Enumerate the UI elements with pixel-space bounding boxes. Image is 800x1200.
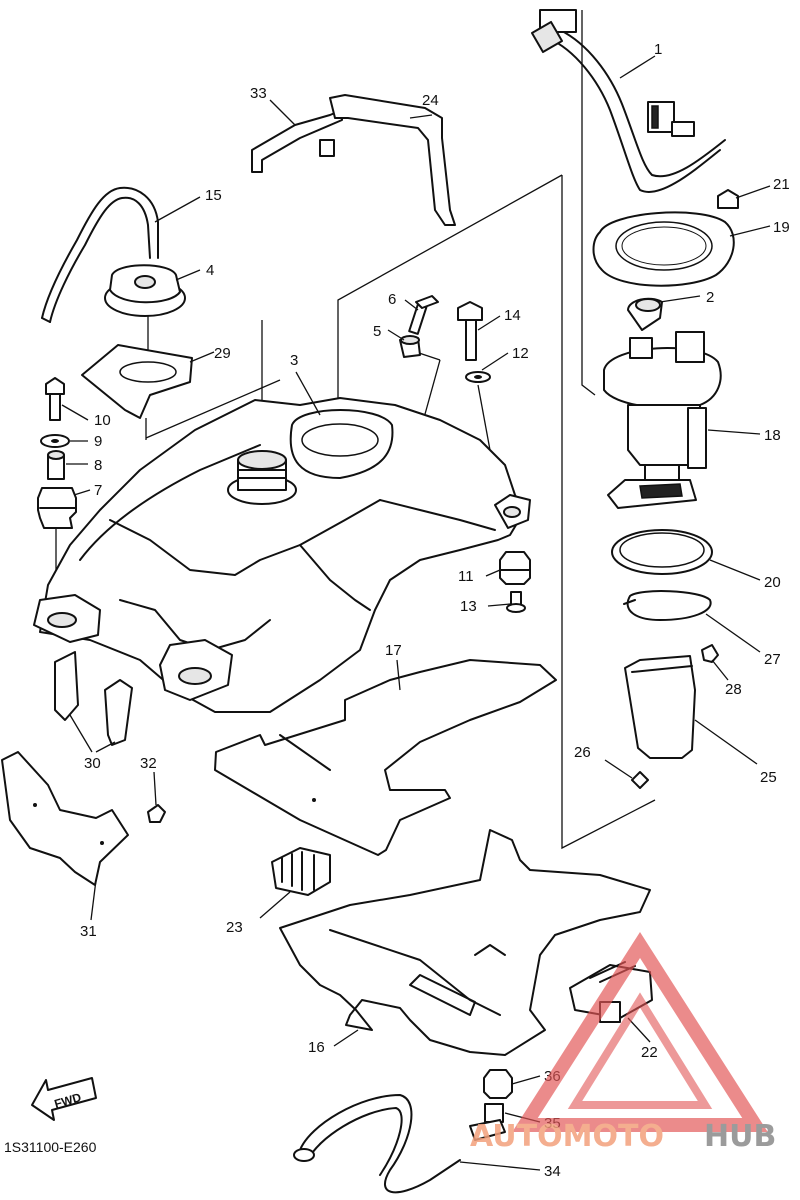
callout-3: 3 bbox=[290, 352, 298, 369]
callout-34: 34 bbox=[544, 1163, 561, 1180]
callout-33: 33 bbox=[250, 85, 267, 102]
part-17-sheet bbox=[214, 659, 557, 856]
callout-28: 28 bbox=[725, 681, 742, 698]
part-18-fuel-pump bbox=[603, 331, 722, 509]
watermark-triangle-icon bbox=[512, 931, 768, 1132]
callout-9: 9 bbox=[94, 433, 102, 450]
callout-22: 22 bbox=[641, 1044, 658, 1061]
part-29-gasket bbox=[81, 344, 193, 419]
callout-29: 29 bbox=[214, 345, 231, 362]
callout-17: 17 bbox=[385, 642, 402, 659]
part-35-fitting bbox=[469, 1103, 506, 1141]
automotohub-watermark: AUTOMOTO HUB bbox=[470, 931, 776, 1154]
part-23-module bbox=[271, 847, 331, 896]
callout-19: 19 bbox=[773, 219, 790, 236]
callout-15: 15 bbox=[205, 187, 222, 204]
part-3-fuel-tank bbox=[33, 397, 531, 713]
callout-leaders bbox=[61, 55, 771, 1171]
part-32-clip bbox=[147, 804, 166, 823]
part-16-tray bbox=[279, 829, 651, 1056]
callout-26: 26 bbox=[574, 744, 591, 761]
callout-21: 21 bbox=[773, 176, 790, 193]
callout-16: 16 bbox=[308, 1039, 325, 1056]
callout-7: 7 bbox=[94, 482, 102, 499]
callout-32: 32 bbox=[140, 755, 157, 772]
callout-8: 8 bbox=[94, 457, 102, 474]
part-1-fuel-hose bbox=[530, 9, 726, 193]
callout-23: 23 bbox=[226, 919, 243, 936]
callout-31: 31 bbox=[80, 923, 97, 940]
callout-5: 5 bbox=[373, 323, 381, 340]
part-19-pump-ring bbox=[592, 189, 739, 287]
callout-27: 27 bbox=[764, 651, 781, 668]
callout-4: 4 bbox=[206, 262, 214, 279]
watermark-text-hub: HUB bbox=[704, 1119, 776, 1154]
callout-25: 25 bbox=[760, 769, 777, 786]
parts-5-6-12-14-fasteners bbox=[399, 295, 531, 613]
callout-11: 11 bbox=[458, 568, 474, 585]
callout-6: 6 bbox=[388, 291, 396, 308]
part-15-hose bbox=[41, 186, 159, 323]
part-30-pads bbox=[54, 651, 133, 746]
part-34-drain-hose bbox=[293, 1094, 461, 1194]
part-36-grommet bbox=[483, 1069, 513, 1099]
callout-13: 13 bbox=[460, 598, 477, 615]
part-33-24-tubes bbox=[251, 94, 456, 226]
callout-30: 30 bbox=[84, 755, 101, 772]
callout-18: 18 bbox=[764, 427, 781, 444]
part-2-clip bbox=[627, 297, 663, 331]
part-28-26-screws bbox=[631, 644, 719, 789]
part-20-seal bbox=[611, 529, 713, 575]
parts-7-10-fasteners bbox=[37, 377, 77, 529]
callout-labels: 1 2 3 4 5 6 7 8 9 10 11 12 13 14 15 16 1… bbox=[80, 41, 790, 1180]
callout-20: 20 bbox=[764, 574, 781, 591]
part-4-fuel-cap bbox=[104, 264, 186, 317]
callout-12: 12 bbox=[512, 345, 529, 362]
watermark-text-automoto: AUTOMOTO bbox=[470, 1119, 664, 1154]
part-25-filter-cover bbox=[624, 655, 696, 759]
callout-10: 10 bbox=[94, 412, 111, 429]
callout-2: 2 bbox=[706, 289, 714, 306]
part-27-band bbox=[623, 590, 712, 621]
diagram-code: 1S31100-E260 bbox=[4, 1139, 97, 1155]
callout-1: 1 bbox=[654, 41, 662, 58]
fwd-arrow-icon: FWD bbox=[31, 1077, 97, 1121]
callout-14: 14 bbox=[504, 307, 521, 324]
part-31-bracket bbox=[1, 751, 129, 886]
callout-24: 24 bbox=[422, 92, 439, 109]
